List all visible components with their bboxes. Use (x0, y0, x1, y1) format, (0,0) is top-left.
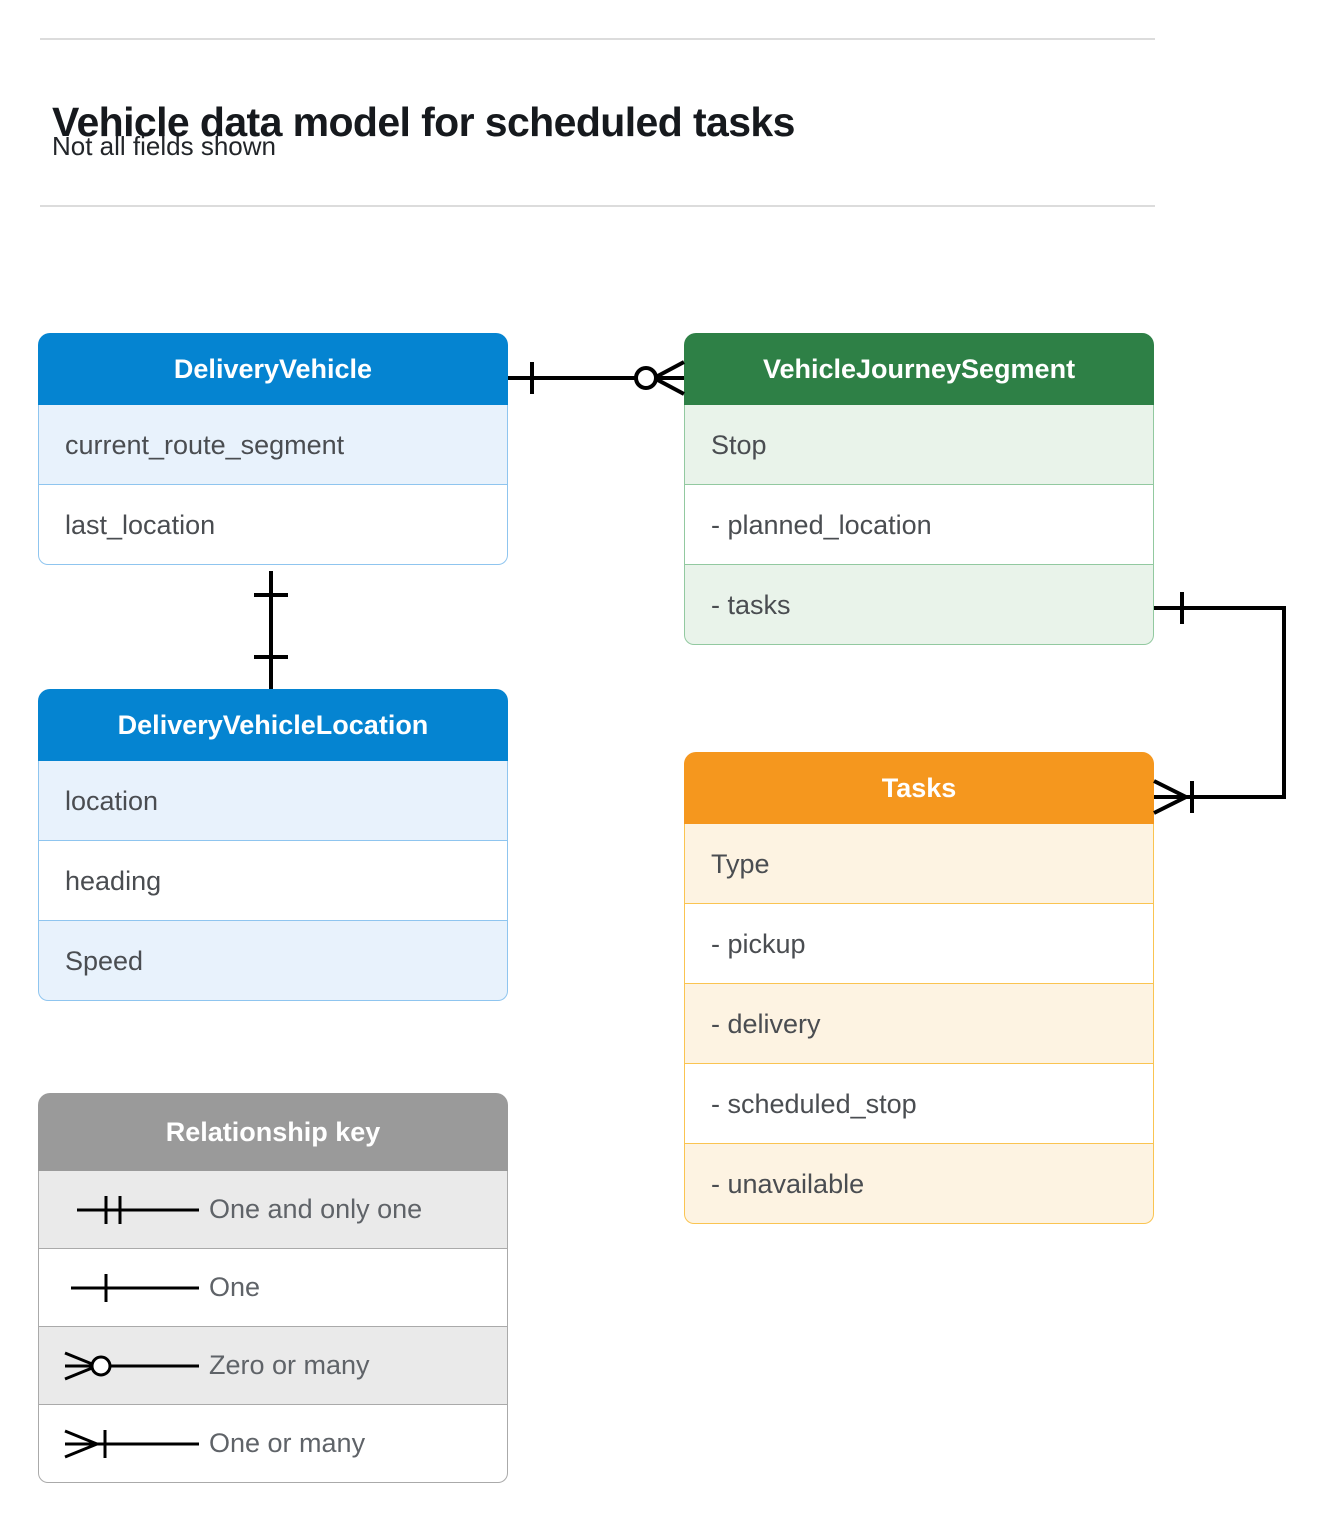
page-subtitle: Not all fields shown (52, 131, 276, 161)
connector-vehiclejourneysegment-tasks (1153, 592, 1286, 815)
entity-row[interactable]: Speed (38, 921, 508, 1001)
entity-delivery-vehicle[interactable]: DeliveryVehicle current_route_segment la… (38, 333, 508, 565)
legend-row-zero-or-many: Zero or many (38, 1327, 508, 1405)
entity-row[interactable]: - planned_location (684, 485, 1154, 565)
entity-row[interactable]: location (38, 761, 508, 841)
legend-row-one-and-only-one: One and only one (38, 1171, 508, 1249)
entity-row[interactable]: - delivery (684, 984, 1154, 1064)
connector-deliveryvehicle-deliveryvehiclelocation (254, 571, 288, 689)
entity-row[interactable]: - pickup (684, 904, 1154, 984)
legend-row-one: One (38, 1249, 508, 1327)
entity-row[interactable]: Stop (684, 405, 1154, 485)
zero-or-many-icon (39, 1346, 209, 1386)
legend-label: One or many (209, 1428, 366, 1458)
legend-title: Relationship key (38, 1093, 508, 1171)
entity-delivery-vehicle-title: DeliveryVehicle (38, 333, 508, 405)
entity-row[interactable]: Type (684, 824, 1154, 904)
entity-row[interactable]: - unavailable (684, 1144, 1154, 1224)
entity-row[interactable]: - scheduled_stop (684, 1064, 1154, 1144)
entity-row[interactable]: - tasks (684, 565, 1154, 645)
connector-deliveryvehicle-vehiclejourneysegment (508, 360, 685, 396)
entity-tasks[interactable]: Tasks Type - pickup - delivery - schedul… (684, 752, 1154, 1224)
entity-vehicle-journey-segment-title: VehicleJourneySegment (684, 333, 1154, 405)
entity-row[interactable]: heading (38, 841, 508, 921)
legend-row-one-or-many: One or many (38, 1405, 508, 1483)
one-and-only-one-icon (39, 1190, 209, 1230)
legend-label: One (209, 1272, 261, 1302)
entity-vehicle-journey-segment[interactable]: VehicleJourneySegment Stop - planned_loc… (684, 333, 1154, 645)
entity-row[interactable]: last_location (38, 485, 508, 565)
entity-row[interactable]: current_route_segment (38, 405, 508, 485)
legend-label: Zero or many (209, 1350, 370, 1380)
one-icon (39, 1268, 209, 1308)
legend-label: One and only one (209, 1194, 423, 1224)
entity-tasks-title: Tasks (684, 752, 1154, 824)
header-divider-top (40, 38, 1155, 40)
header-divider-bottom (40, 205, 1155, 207)
one-or-many-icon (39, 1424, 209, 1464)
entity-delivery-vehicle-location-title: DeliveryVehicleLocation (38, 689, 508, 761)
relationship-key-legend: Relationship key One and only one One (38, 1093, 508, 1483)
page-title: Vehicle data model for scheduled tasks (52, 99, 795, 146)
entity-delivery-vehicle-location[interactable]: DeliveryVehicleLocation location heading… (38, 689, 508, 1001)
